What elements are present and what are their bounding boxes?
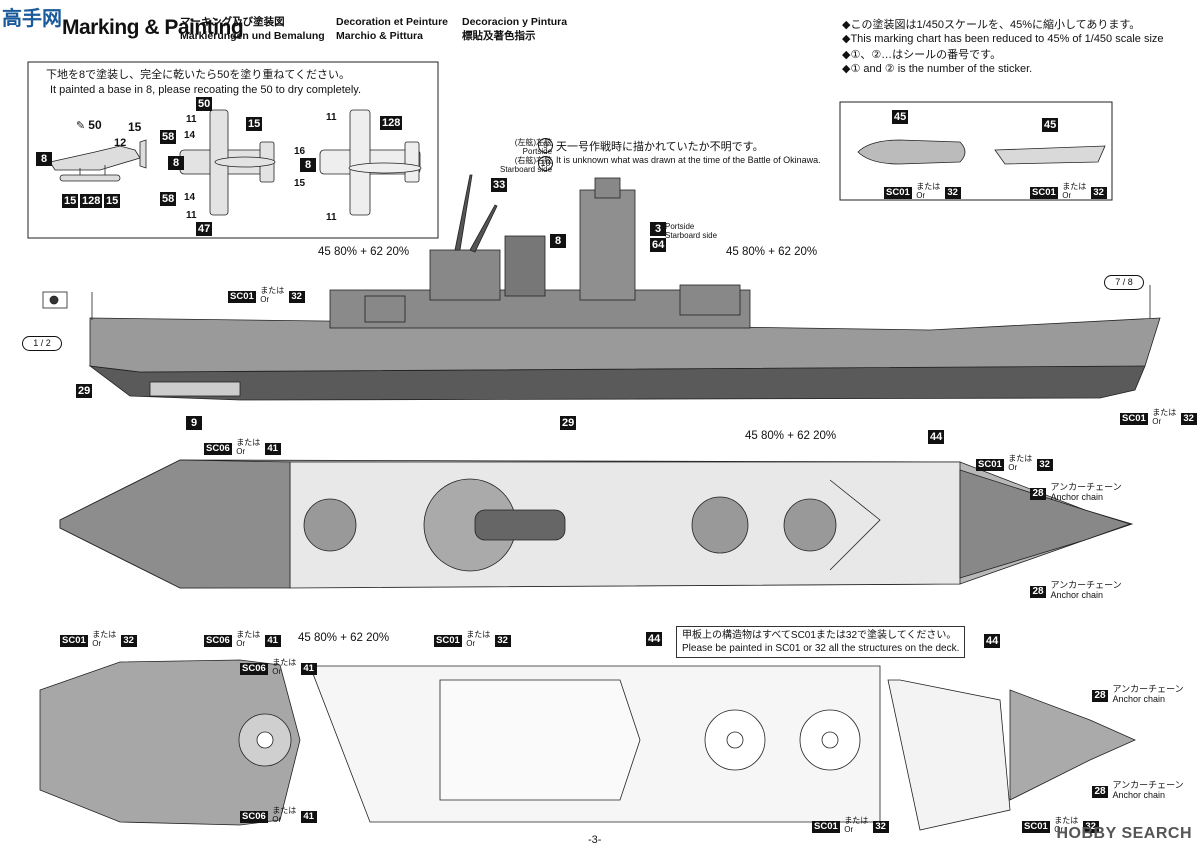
deck-plan-icon bbox=[39, 659, 1136, 831]
boat-label-b: 45 bbox=[1042, 118, 1059, 132]
scale-note-jp: ◆この塗装図は1/450スケールを、45%に縮小してあります。 bbox=[842, 19, 1141, 31]
boat-label-a: 45 bbox=[892, 110, 909, 124]
aircraft-label-11b: 11 bbox=[186, 210, 197, 221]
note-9-en: It is unknown what was drawn at the time… bbox=[556, 155, 821, 165]
sticker-note-jp: ◆①、②…はシールの番号です。 bbox=[842, 49, 1002, 61]
aircraft-label-8c: 8 bbox=[300, 158, 316, 172]
aircraft-label-12: 12 bbox=[114, 137, 127, 149]
floatplane-bottom-icon bbox=[319, 109, 422, 216]
side-label-29-left: 29 bbox=[76, 384, 93, 398]
sticker-10: 10 bbox=[538, 156, 553, 171]
aircraft-label-50: ✎ 50 bbox=[76, 118, 102, 132]
title-it: Marchio & Pittura bbox=[336, 30, 423, 42]
side-label-64: 64 bbox=[650, 238, 667, 252]
battleship-top-icon bbox=[59, 459, 1134, 589]
boat-side-icon bbox=[994, 145, 1106, 165]
side-label-29-bottom: 29 bbox=[560, 416, 577, 430]
deck-label-44-a: 44 bbox=[646, 632, 663, 646]
page-number: -3- bbox=[588, 834, 602, 846]
floatplane-top-icon bbox=[179, 109, 276, 216]
title-fr: Decoration et Peinture bbox=[336, 16, 449, 28]
aircraft-label-14b: 14 bbox=[184, 192, 196, 203]
aircraft-label-14: 14 bbox=[184, 130, 196, 141]
page-title: Marking & Painting bbox=[62, 16, 244, 39]
aircraft-label-58b: 58 bbox=[160, 192, 177, 206]
top-label-44: 44 bbox=[928, 430, 945, 444]
aircraft-instruction-en: It painted a base in 8, please recoating… bbox=[50, 84, 362, 96]
side-label-8: 8 bbox=[550, 234, 566, 248]
title-es: Decoracion y Pintura bbox=[462, 16, 568, 28]
aircraft-label-58: 58 bbox=[160, 130, 177, 144]
aircraft-label-8b: 8 bbox=[168, 156, 184, 170]
aircraft-label-11d: 11 bbox=[326, 212, 337, 223]
watermark-brand: HOBBY SEARCH bbox=[1056, 825, 1192, 842]
aircraft-label-15d: 15 bbox=[246, 117, 263, 131]
aircraft-label-15: 15 bbox=[128, 120, 142, 134]
battleship-side-icon bbox=[42, 174, 1161, 401]
aircraft-label-15c: 15 bbox=[104, 194, 121, 208]
side-label-9-bottom: 9 bbox=[186, 416, 202, 430]
deck-label-44-b: 44 bbox=[984, 634, 1001, 648]
side-ratio-left: 45 80% + 62 20% bbox=[318, 246, 410, 258]
boat-top-icon bbox=[857, 139, 966, 165]
sticker-7-8: 7 / 8 bbox=[1104, 272, 1144, 290]
aircraft-label-15e: 15 bbox=[294, 178, 306, 189]
aircraft-label-16: 16 bbox=[294, 146, 306, 157]
aircraft-label-128: 128 bbox=[80, 194, 103, 208]
top-ratio-top: 45 80% + 62 20% bbox=[745, 430, 837, 442]
scale-note-en: ◆This marking chart has been reduced to … bbox=[842, 33, 1164, 45]
sticker-1-2: 1 / 2 bbox=[22, 333, 62, 351]
sticker-note-en: ◆① and ② is the number of the sticker. bbox=[842, 63, 1033, 75]
aircraft-label-11: 11 bbox=[186, 114, 197, 125]
side-ratio-right: 45 80% + 62 20% bbox=[726, 246, 818, 258]
side-3-desc: Portside Starboard side bbox=[665, 222, 718, 240]
title-cn: 標貼及著色指示 bbox=[462, 30, 536, 42]
aircraft-label-8: 8 bbox=[36, 152, 52, 166]
aircraft-label-50b: 50 bbox=[196, 97, 213, 111]
site-logo: 高手网 bbox=[2, 8, 62, 30]
floatplane-side-icon bbox=[49, 139, 147, 182]
side-label-3: 3 bbox=[650, 222, 666, 236]
title-jp: マーキング及び塗装図 bbox=[180, 16, 285, 28]
aircraft-label-11c: 11 bbox=[326, 112, 337, 123]
side-label-33: 33 bbox=[491, 178, 508, 192]
aircraft-label-128b: 128 bbox=[380, 116, 403, 130]
deck-structure-note: 甲板上の構造物はすべてSC01または32で塗装してください。 Please be… bbox=[676, 626, 966, 658]
top-ratio-bottom: 45 80% + 62 20% bbox=[298, 632, 390, 644]
title-de: Markierungen und Bemalung bbox=[180, 30, 325, 42]
sticker-9-top: 9 bbox=[538, 138, 553, 153]
aircraft-label-47: 47 bbox=[196, 222, 213, 236]
aircraft-instruction-jp: 下地を8で塗装し、完全に乾いたら50を塗り重ねてください。 bbox=[46, 69, 351, 81]
aircraft-label-15b: 15 bbox=[62, 194, 79, 208]
note-9-jp: 天一号作戦時に描かれていたか不明です。 bbox=[556, 141, 764, 153]
